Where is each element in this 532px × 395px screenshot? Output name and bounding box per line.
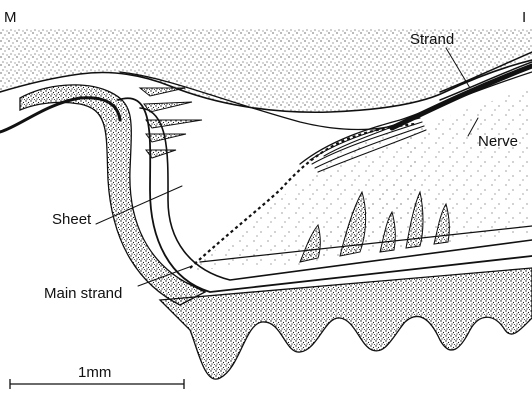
sheet-tooth <box>146 150 176 158</box>
strand-label: Strand <box>410 31 454 48</box>
sheet-tooth <box>140 88 185 96</box>
nerve-label: Nerve <box>478 133 518 150</box>
sheet-tooth <box>146 120 202 128</box>
corner-label-left: M <box>4 9 17 26</box>
scale-bar: 1mm <box>10 364 184 389</box>
sheet-label: Sheet <box>52 211 92 228</box>
main-strand-label: Main strand <box>44 285 122 302</box>
lower-tissue <box>160 268 532 379</box>
sheet-tooth <box>144 102 192 112</box>
scale-bar-label: 1mm <box>78 364 111 381</box>
corner-label-right: I <box>522 9 526 26</box>
